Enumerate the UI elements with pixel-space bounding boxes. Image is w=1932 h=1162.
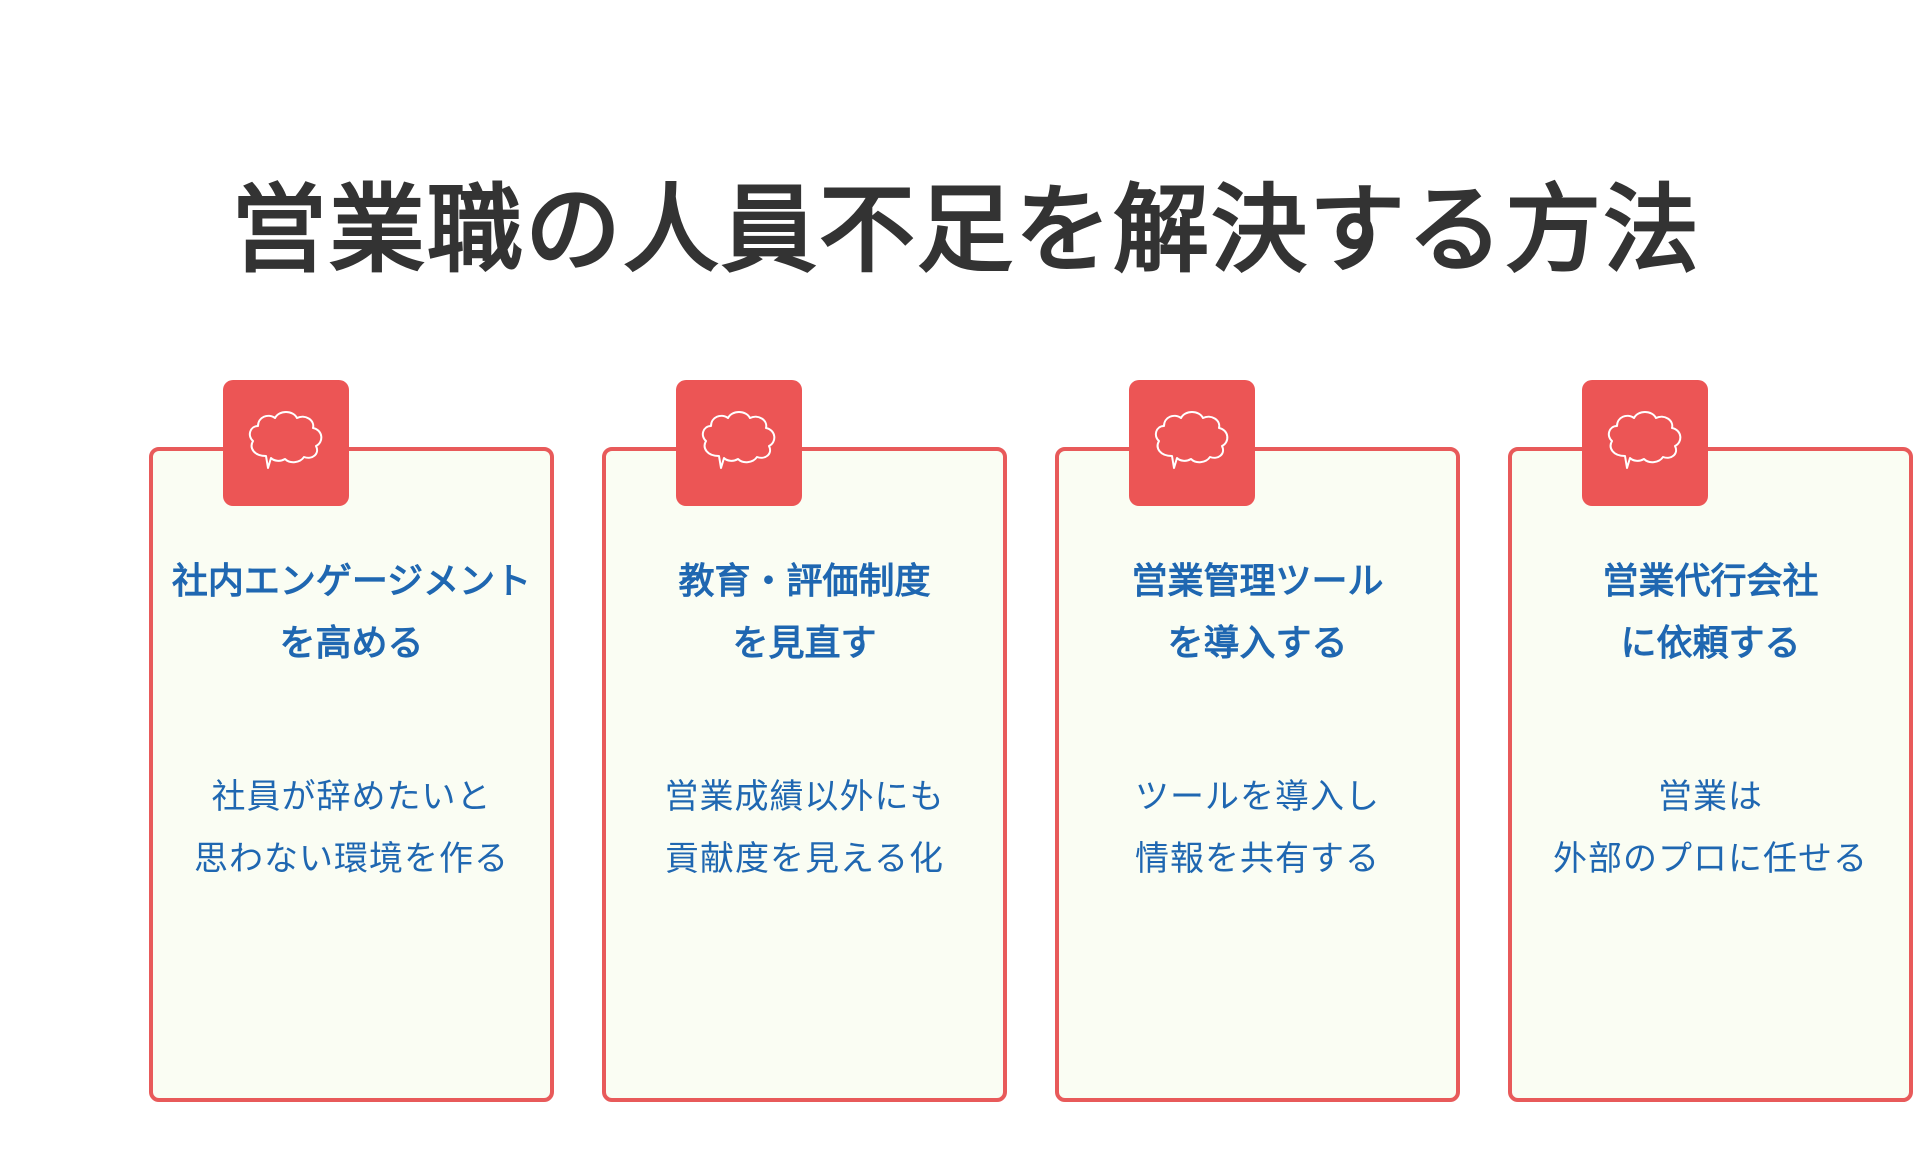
card-heading-line-2: を高める [279,623,424,664]
card-description: 営業成績以外にも 貢献度を見える化 [606,766,1003,890]
method-card-1: 社内エンゲージメント を高める 社員が辞めたいと 思わない環境を作る [149,447,554,1102]
card-description-line-1: 社員が辞めたいと [211,777,492,817]
thought-bubble-icon [676,380,802,506]
card-heading-line-1: 営業管理ツール [1131,561,1384,602]
card-heading: 営業代行会社 に依頼する [1512,551,1909,675]
thought-bubble-icon [223,380,349,506]
card-description-line-1: ツールを導入し [1135,777,1380,817]
card-description-line-2: 外部のプロに任せる [1553,839,1868,879]
card-heading-line-1: 社内エンゲージメント [171,561,532,602]
method-card-4: 営業代行会社 に依頼する 営業は 外部のプロに任せる [1508,447,1913,1102]
method-card-3: 営業管理ツール を導入する ツールを導入し 情報を共有する [1055,447,1460,1102]
card-description-line-1: 営業は [1658,777,1763,817]
card-description: 社員が辞めたいと 思わない環境を作る [153,766,550,890]
card-heading: 教育・評価制度 を見直す [606,551,1003,675]
card-heading-line-2: を導入する [1167,623,1348,664]
card-description-line-2: 情報を共有する [1135,839,1380,879]
card-heading: 社内エンゲージメント を高める [153,551,550,675]
card-heading: 営業管理ツール を導入する [1059,551,1456,675]
card-heading-line-1: 教育・評価制度 [678,561,931,602]
card-description-line-2: 思わない環境を作る [194,839,509,879]
thought-bubble-icon [1582,380,1708,506]
card-heading-line-2: を見直す [732,623,877,664]
method-card-2: 教育・評価制度 を見直す 営業成績以外にも 貢献度を見える化 [602,447,1007,1102]
card-description: 営業は 外部のプロに任せる [1512,766,1909,890]
thought-bubble-icon [1129,380,1255,506]
page-title: 営業職の人員不足を解決する方法 [231,174,1701,286]
card-heading-line-2: に依頼する [1620,623,1801,664]
card-description-line-1: 営業成績以外にも [664,777,945,817]
card-description: ツールを導入し 情報を共有する [1059,766,1456,890]
card-description-line-2: 貢献度を見える化 [665,839,944,879]
card-heading-line-1: 営業代行会社 [1602,561,1819,602]
